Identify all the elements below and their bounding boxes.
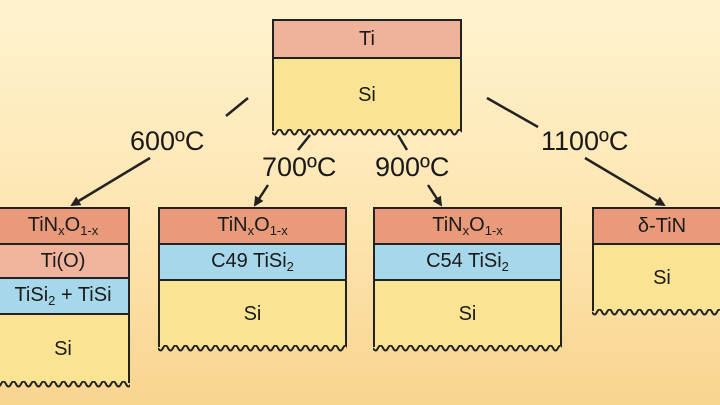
layer-tinxo: TiNxO1-x: [160, 209, 345, 245]
layer-si: Si: [274, 59, 460, 131]
layer-c49-tisi2: C49 TiSi2: [160, 245, 345, 281]
layer-si: Si: [594, 245, 720, 311]
layer-label: TiSi2 + TiSi: [14, 284, 112, 308]
arrow-1100: [486, 96, 539, 129]
temp-label-600: 600ºC: [130, 126, 205, 156]
layer-tinxo: TiNxO1-x: [375, 209, 560, 245]
layer-c54-tisi2: C54 TiSi2: [375, 245, 560, 281]
arrow-700-tail: [253, 184, 270, 207]
initial-stack: Ti Si: [272, 19, 462, 136]
arrow-900-tail: [426, 184, 443, 207]
wavy-edge: [272, 129, 462, 136]
arrow-1100-tail: [584, 156, 666, 207]
arrow-600-tail: [70, 156, 151, 207]
layer-tisi2-tisi: TiSi2 + TiSi: [0, 279, 128, 315]
wavy-edge: [373, 345, 562, 352]
temp-label-1100: 1100ºC: [541, 126, 629, 156]
layer-label: C54 TiSi2: [426, 250, 509, 274]
layer-ti-o: Ti(O): [0, 245, 128, 279]
stack-600: TiNxO1-x Ti(O) TiSi2 + TiSi Si: [0, 207, 130, 388]
layer-tinxo: TiNxO1-x: [0, 209, 128, 245]
stack-900: TiNxO1-x C54 TiSi2 Si: [373, 207, 562, 352]
layer-si: Si: [0, 315, 128, 383]
temp-label-900: 900ºC: [375, 152, 450, 182]
layer-label: TiNxO1-x: [27, 214, 99, 238]
layer-label: TiNxO1-x: [432, 214, 503, 238]
stack-1100: δ-TiN Si: [592, 207, 720, 316]
temp-label-700: 700ºC: [262, 152, 337, 182]
layer-label: TiNxO1-x: [217, 214, 288, 238]
wavy-edge: [158, 345, 347, 352]
layer-delta-tin: δ-TiN: [594, 209, 720, 245]
layer-si: Si: [375, 281, 560, 347]
wavy-edge: [592, 309, 720, 316]
stack-700: TiNxO1-x C49 TiSi2 Si: [158, 207, 347, 352]
layer-label: C49 TiSi2: [211, 250, 294, 274]
arrow-900: [396, 134, 409, 151]
layer-si: Si: [160, 281, 345, 347]
arrow-600: [225, 97, 249, 117]
wavy-edge: [0, 381, 130, 388]
layer-ti: Ti: [274, 21, 460, 59]
arrow-700: [297, 134, 311, 151]
